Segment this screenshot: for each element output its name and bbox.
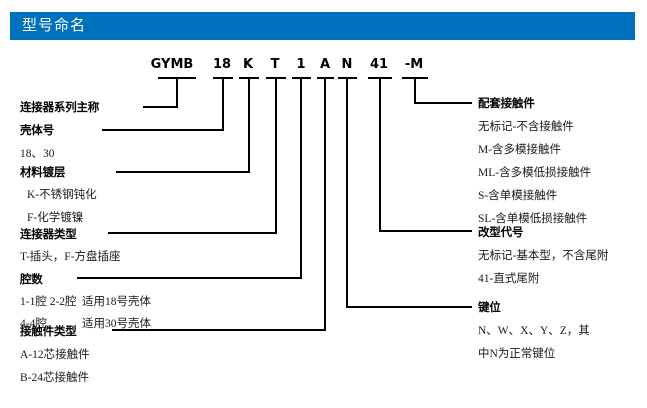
detail-mating-contact-2: ML-含多模低损接触件 (478, 167, 592, 179)
detail-cavity-count-0-b: 适用18号壳体 (82, 296, 151, 308)
detail-cavity-count-row-1: 4-4腔 适用30号壳体 (20, 317, 151, 331)
label-connector-type-heading: 连接器类型 (20, 227, 77, 241)
detail-plating-0: K-不锈钢钝化 (27, 189, 97, 201)
detail-connector-type-0: T-插头，F-方盘插座 (20, 251, 121, 263)
code-token-variant: 41 (369, 57, 389, 72)
detail-contact-type-0: A-12芯接触件 (20, 349, 90, 361)
leader-shell-size (102, 78, 224, 131)
detail-mating-contact-0: 无标记-不含接触件 (478, 121, 574, 133)
detail-variant-1: 41-直式尾附 (478, 273, 540, 285)
section-header-bar (10, 12, 635, 40)
label-variant-heading: 改型代号 (478, 225, 524, 239)
detail-key-position-0: N、W、X、Y、Z，其 (478, 325, 590, 337)
label-mating-contact-heading: 配套接触件 (478, 96, 535, 110)
code-token-key-position: N (341, 57, 353, 72)
leader-series (143, 78, 178, 108)
label-cavity-count-heading: 腔数 (20, 272, 43, 286)
label-key-position-heading: 键位 (478, 300, 501, 314)
detail-cavity-count-1-a: 4-4腔 (20, 318, 47, 330)
detail-key-position-1: 中N为正常键位 (478, 348, 556, 360)
detail-cavity-count-1-b: 适用30号壳体 (82, 318, 151, 330)
detail-contact-type-1: B-24芯接触件 (20, 372, 89, 384)
code-token-contact-type: A (319, 57, 331, 72)
detail-cavity-count-row-0: 1-1腔 2-2腔适用18号壳体 (20, 295, 151, 309)
leader-contact-type (112, 78, 326, 331)
code-token-cavity-count: 1 (296, 57, 306, 72)
code-token-shell-size: 18 (212, 57, 232, 72)
leader-variant (379, 78, 472, 232)
label-series-heading: 连接器系列主称 (20, 100, 100, 114)
label-shell-size-heading: 壳体号 (20, 123, 54, 137)
leader-cavity-count (77, 78, 302, 279)
leader-key-position (346, 78, 472, 308)
label-contact-type-heading: 接触件类型 (20, 324, 77, 338)
code-token-series: GYMB (150, 57, 194, 72)
leader-mating-contact (414, 78, 472, 104)
code-token-mating-contact: -M (404, 57, 424, 72)
detail-mating-contact-4: SL-含单模低损接触件 (478, 213, 588, 225)
leader-connector-type (108, 78, 277, 234)
detail-shell-size-0: 18、30 (20, 148, 55, 160)
model-code-row: GYMB 18 K T 1 A N 41 -M (0, 57, 647, 75)
detail-variant-0: 无标记-基本型，不含尾附 (478, 250, 609, 262)
detail-mating-contact-3: S-含单模接触件 (478, 190, 558, 202)
code-token-plating: K (242, 57, 254, 72)
label-plating-heading: 材料镀层 (20, 165, 66, 179)
detail-plating-1: F-化学镀镍 (27, 212, 84, 224)
detail-mating-contact-1: M-含多模接触件 (478, 144, 562, 156)
detail-cavity-count-0-a: 1-1腔 2-2腔 (20, 296, 77, 308)
code-token-connector-type: T (270, 57, 280, 72)
page-title: 型号命名 (22, 18, 87, 34)
leader-plating (116, 78, 250, 173)
